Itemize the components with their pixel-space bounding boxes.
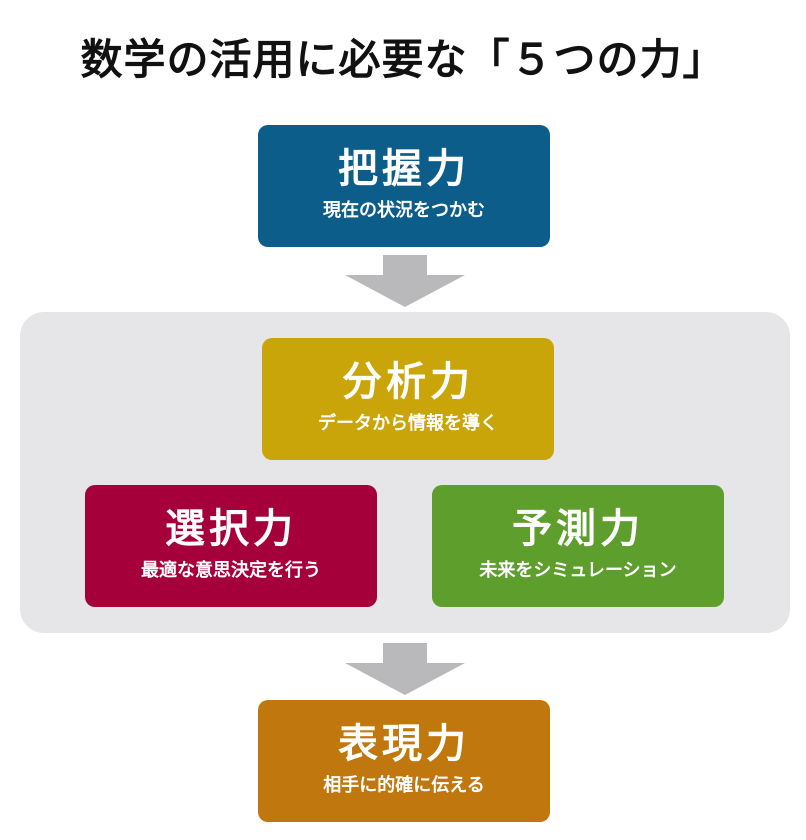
box-haaku: 把握力 現在の状況をつかむ — [258, 125, 550, 247]
box-haaku-desc: 現在の状況をつかむ — [323, 200, 485, 221]
box-hyogen-desc: 相手に的確に伝える — [323, 775, 485, 796]
box-hyogen: 表現力 相手に的確に伝える — [258, 700, 550, 822]
box-sentaku-desc: 最適な意思決定を行う — [141, 560, 321, 581]
box-yosoku-desc: 未来をシミュレーション — [479, 560, 677, 581]
down-arrow-icon — [345, 643, 465, 695]
diagram-title: 数学の活用に必要な「５つの力」 — [80, 35, 726, 84]
box-sentaku: 選択力 最適な意思決定を行う — [85, 485, 377, 607]
box-hyogen-name: 表現力 — [338, 721, 470, 767]
box-bunseki: 分析力 データから情報を導く — [262, 338, 554, 460]
box-haaku-name: 把握力 — [338, 146, 470, 192]
box-yosoku-name: 予測力 — [512, 506, 644, 552]
down-arrow-icon — [345, 255, 465, 307]
box-bunseki-desc: データから情報を導く — [318, 413, 498, 434]
box-yosoku: 予測力 未来をシミュレーション — [432, 485, 724, 607]
box-bunseki-name: 分析力 — [342, 359, 474, 405]
box-sentaku-name: 選択力 — [165, 506, 297, 552]
